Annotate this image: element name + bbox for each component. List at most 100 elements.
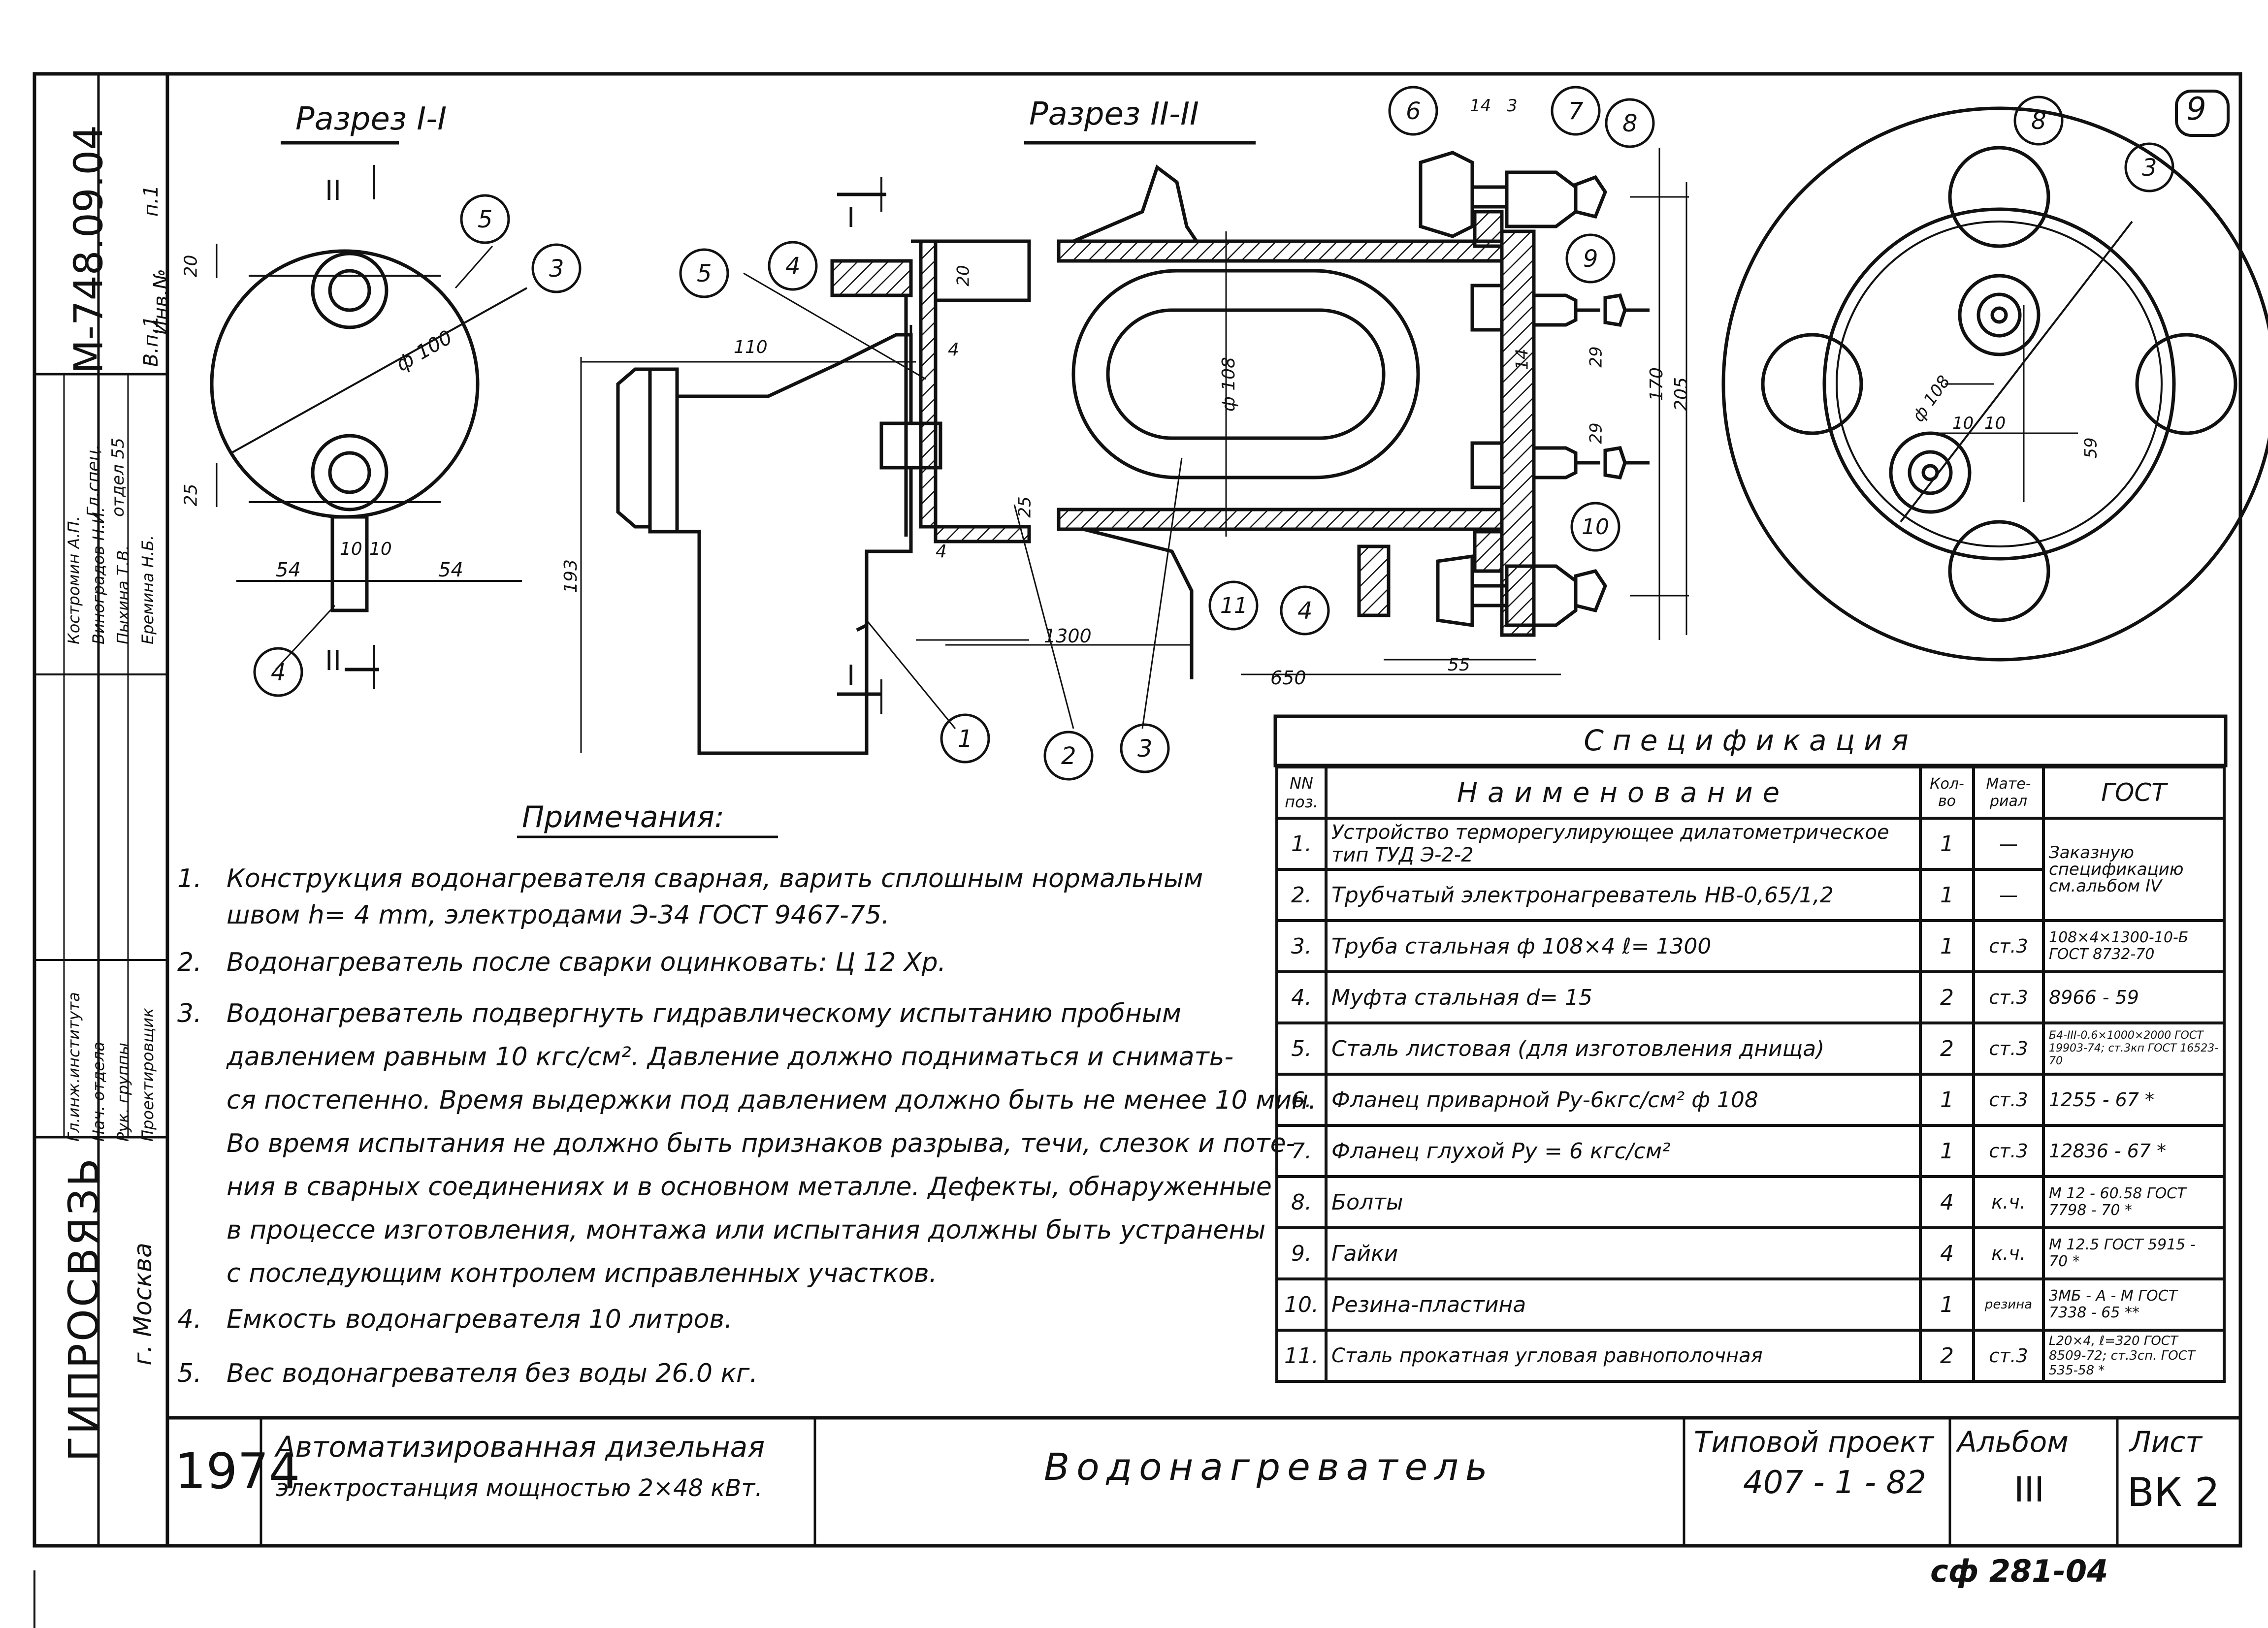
spec-cell-no: 9.	[1275, 1226, 1328, 1280]
spec-cell-no: 6.	[1275, 1073, 1328, 1127]
spec-cell-qty: 1	[1919, 817, 1975, 871]
drawing-code: М-748.09.04	[65, 125, 112, 374]
dim-55: 55	[1448, 655, 1470, 675]
note-2-num: 2.	[177, 948, 202, 977]
spec-cell-name: Трубчатый электронагреватель НВ-0,65/1,2	[1325, 868, 1922, 922]
org-name: ГИПРОСВЯЗЬ	[60, 1156, 108, 1462]
dim-20b: 20	[953, 265, 973, 287]
callout-2: 2	[1061, 742, 1076, 770]
section-2-view	[945, 141, 1689, 729]
dim-3: 3	[1507, 96, 1518, 116]
dim-4b: 4	[936, 542, 947, 562]
stamp-department: отдел 55	[108, 438, 128, 517]
spec-cell-gost: 8966 - 59	[2042, 970, 2226, 1024]
callout-11: 11	[1220, 593, 1248, 618]
spec-cell-mat: ст.3	[1972, 970, 2045, 1024]
spec-cell-no: 11.	[1275, 1329, 1328, 1383]
callout-1: 1	[958, 725, 973, 753]
note-5-num: 5.	[177, 1359, 202, 1388]
title-typical-label: Типовой проект	[1694, 1425, 1934, 1459]
note-3-line-5: ния в сварных соединениях и в основном м…	[227, 1172, 1272, 1202]
spec-cell-mat: ст.3	[1972, 1021, 2045, 1076]
callout-3: 3	[2142, 154, 2157, 182]
spec-cell-qty: 1	[1919, 1073, 1975, 1127]
spec-cell-name: Фланец глухой Ру = 6 кгс/см²	[1325, 1124, 1922, 1178]
side-label-p1: п.1	[140, 185, 163, 217]
dim-4a: 4	[948, 340, 959, 360]
spec-cell-gost: L20×4, ℓ=320 ГОСТ 8509-72; ст.3сп. ГОСТ …	[2042, 1329, 2226, 1383]
dim-flange-10b: 10	[1984, 414, 2006, 433]
note-3: 3.Водонагреватель подвергнуть гидравличе…	[177, 992, 1317, 1295]
stamp-role-1: Гл.инж.института	[65, 992, 83, 1142]
dim-20: 20	[181, 255, 201, 278]
spec-cell-name: Фланец приварной Ру-6кгс/см² ф 108	[1325, 1073, 1922, 1127]
spec-header-row: NN поз. Наименование Кол-во Мате-риал ГО…	[1275, 766, 2226, 820]
note-4-line-1: Емкость водонагревателя 10 литров.	[227, 1305, 733, 1334]
spec-cell-qty: 4	[1919, 1175, 1975, 1229]
spec-cell-qty: 1	[1919, 919, 1975, 973]
spec-cell-mat: ст.3	[1972, 1329, 2045, 1383]
spec-cell-no: 7.	[1275, 1124, 1328, 1178]
spec-cell-mat: ст.3	[1972, 1124, 2045, 1178]
callout-8: 8	[1622, 110, 1638, 137]
dim-54-right: 54	[438, 559, 463, 581]
note-1-line-2: швом h= 4 mm, электродами Э-34 ГОСТ 9467…	[227, 900, 890, 930]
spec-cell-qty: 4	[1919, 1226, 1975, 1280]
spec-cell-gost: Б4-III-0.6×1000×2000 ГОСТ 19903-74; ст.3…	[2042, 1021, 2226, 1076]
flange-view	[1721, 90, 2268, 662]
table-row: 5. Сталь листовая (для изготовления днищ…	[1275, 1021, 2226, 1076]
callout-circle-11	[1208, 580, 1259, 631]
title-project-desc-2: электростанция мощностью 2×48 кВт.	[276, 1474, 763, 1502]
dim-1300: 1300	[1044, 625, 1092, 647]
callout-circle-10	[1570, 502, 1620, 552]
callout-circle-1	[940, 713, 990, 764]
spec-cell-qty: 1	[1919, 1124, 1975, 1178]
section-1-view	[210, 141, 527, 689]
note-3-line-6: в процессе изготовления, монтажа или исп…	[227, 1215, 1266, 1245]
section-1-title: Разрез I-I	[295, 101, 447, 137]
spec-cell-gost: М 12 - 60.58 ГОСТ 7798 - 70 *	[2042, 1175, 2226, 1229]
side-view	[580, 177, 1031, 755]
title-item: Водонагреватель	[1044, 1445, 1494, 1489]
callout-10: 10	[1582, 514, 1609, 540]
note-5-line-1: Вес водонагревателя без воды 26.0 кг.	[227, 1359, 758, 1388]
callout-6: 6	[1406, 97, 1421, 125]
org-city: г. Москва	[129, 1243, 157, 1366]
spec-cell-mat: —	[1972, 868, 2045, 922]
spec-header-no: NN поз.	[1275, 766, 1328, 820]
spec-cell-mat: —	[1972, 817, 2045, 871]
note-3-line-2: давлением равным 10 кгс/см². Давление до…	[227, 1042, 1234, 1072]
table-row: 9. Гайки 4 к.ч. М 12.5 ГОСТ 5915 - 70 *	[1275, 1226, 2226, 1280]
table-row: 4. Муфта стальная d= 15 2 ст.3 8966 - 59	[1275, 970, 2226, 1024]
callout-circle-7	[1551, 86, 1601, 136]
dim-25: 25	[181, 483, 201, 507]
table-row: 8. Болты 4 к.ч. М 12 - 60.58 ГОСТ 7798 -…	[1275, 1175, 2226, 1229]
spec-cell-no: 5.	[1275, 1021, 1328, 1076]
spec-cell-name: Гайки	[1325, 1226, 1922, 1280]
callout-circle-8a	[1605, 98, 1655, 148]
cut-mark-2-bottom: II	[325, 645, 342, 677]
spec-cell-name: Сталь листовая (для изготовления днища)	[1325, 1021, 1922, 1076]
dim-25b: 25	[1015, 496, 1035, 518]
dim-29a: 29	[1586, 346, 1606, 368]
spec-table: NN поз. Наименование Кол-во Мате-риал ГО…	[1275, 766, 2226, 1383]
cut-mark-2-top: II	[325, 175, 342, 207]
callout-3: 3	[549, 255, 564, 283]
table-row: 2. Трубчатый электронагреватель НВ-0,65/…	[1275, 868, 2224, 922]
spec-cell-name: Труба стальная ф 108×4 ℓ= 1300	[1325, 919, 1922, 973]
note-1-num: 1.	[177, 864, 202, 894]
spec-header-qty: Кол-во	[1919, 766, 1975, 820]
table-row: 10. Резина-пластина 1 резина 3МБ - А - М…	[1275, 1277, 2226, 1332]
note-3-line-1: Водонагреватель подвергнуть гидравлическ…	[227, 999, 1182, 1028]
stamp-name-1: Костромин А.П.	[65, 516, 83, 644]
title-album-no: III	[2014, 1469, 2044, 1510]
spec-cell-name: Муфта стальная d= 15	[1325, 970, 1922, 1024]
spec-cell-mat: к.ч.	[1972, 1226, 2045, 1280]
spec-header-mat: Мате-риал	[1972, 766, 2045, 820]
spec-cell-no: 3.	[1275, 919, 1328, 973]
spec-cell-name: Устройство терморегулирующее дилатометри…	[1325, 817, 1922, 871]
title-sheet-label: Лист	[2130, 1425, 2202, 1459]
dim-54-left: 54	[276, 559, 301, 581]
spec-cell-qty: 2	[1919, 970, 1975, 1024]
